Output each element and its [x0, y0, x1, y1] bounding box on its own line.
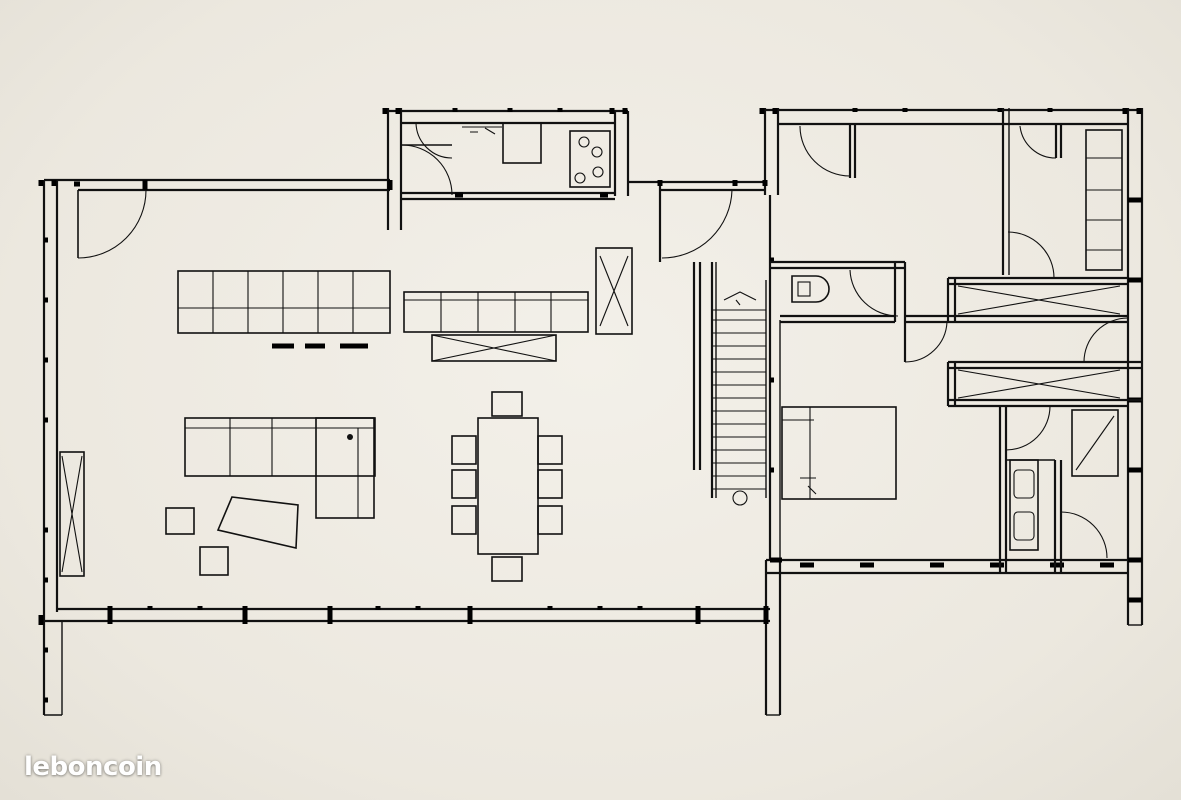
doors — [77, 122, 1129, 559]
kitchen-units — [177, 122, 633, 362]
watermark-logo: leboncoin — [24, 752, 162, 782]
bedroom-fixtures — [781, 129, 1123, 551]
wall-ticks — [38, 108, 1142, 703]
staircase — [692, 262, 767, 506]
exterior-walls — [42, 108, 1144, 716]
dining-table — [451, 391, 563, 582]
interior-walls — [770, 108, 1142, 573]
lounge-furniture — [165, 417, 376, 576]
left-window — [59, 451, 85, 577]
